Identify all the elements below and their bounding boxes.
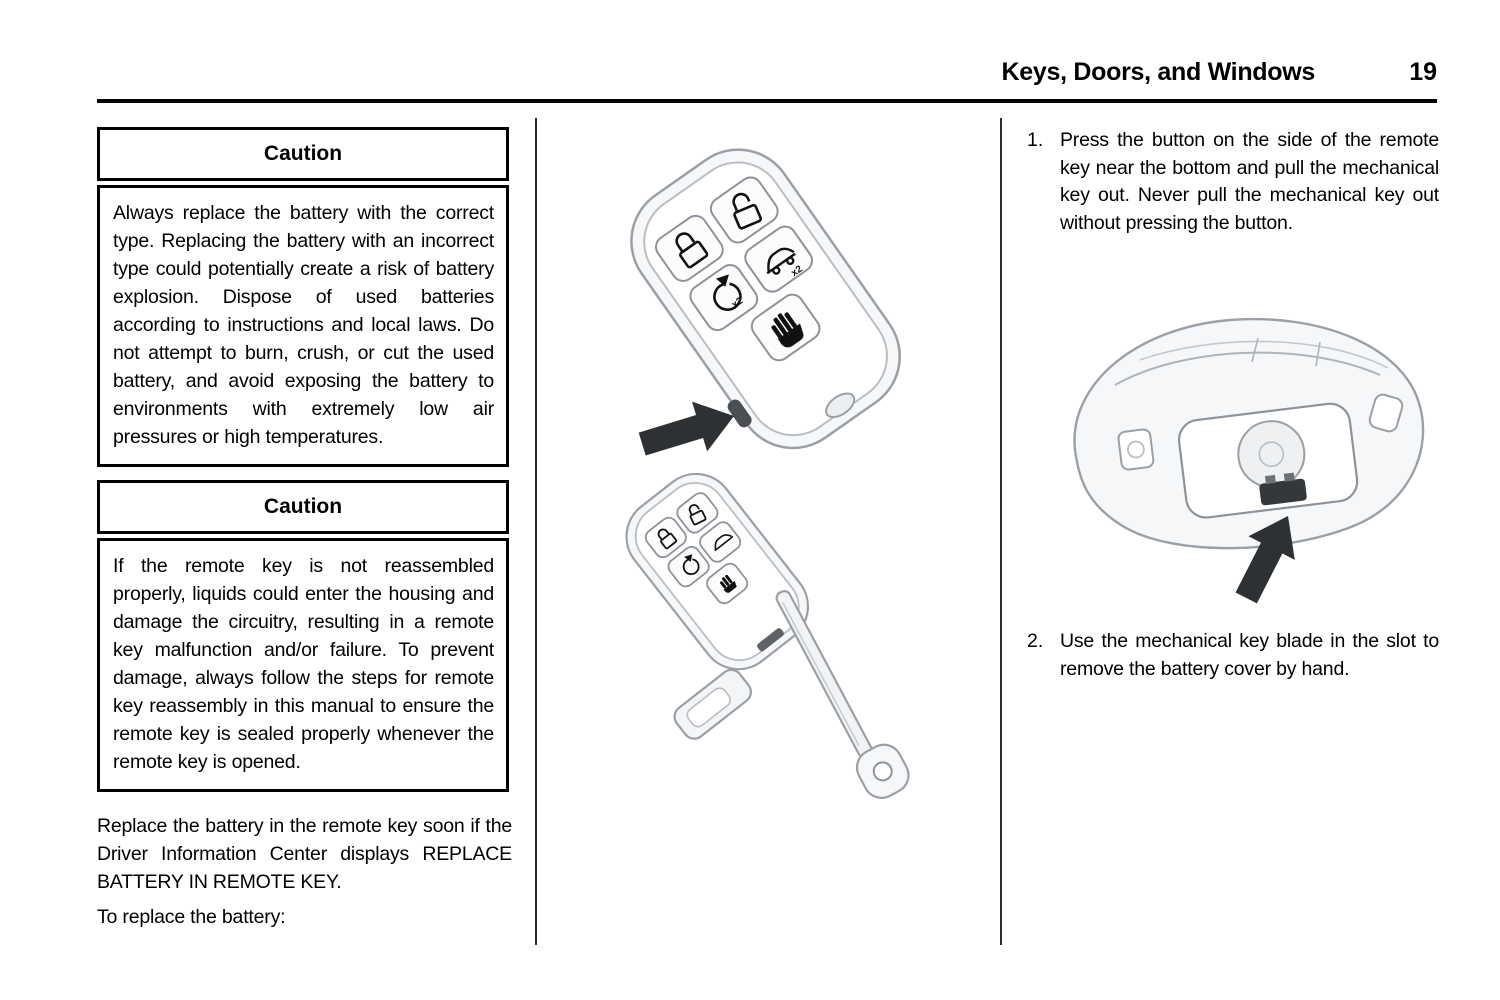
remote-key-front-figure: x2 x2 <box>630 148 901 456</box>
lock-icon <box>675 232 709 269</box>
caution-title: Caution <box>97 127 509 181</box>
panic-icon <box>771 312 804 348</box>
caution-body: Always replace the battery with the corr… <box>97 185 509 467</box>
remote-start-button <box>689 264 759 332</box>
caution-body-text: If the remote key is not reassembled pro… <box>113 555 494 773</box>
side-release-button <box>727 399 752 428</box>
caution-box-reassembly: Caution If the remote key is not reassem… <box>97 480 509 792</box>
remote-start-icon <box>682 554 700 576</box>
key-slot-end <box>825 392 856 419</box>
step-2: 2. Use the mechanical key blade in the s… <box>1027 628 1439 683</box>
key-slot <box>757 628 784 652</box>
unlock-icon <box>732 192 763 230</box>
unlock-icon <box>688 504 707 526</box>
cover-latch <box>1117 428 1155 471</box>
page-number: 19 <box>1409 58 1437 86</box>
caution-title-label: Caution <box>263 142 343 165</box>
step-number: 1. <box>1027 129 1044 151</box>
remote-key-back-figure <box>1073 317 1425 604</box>
step-1: 1. Press the button on the side of the r… <box>1027 127 1439 237</box>
lock-icon <box>657 528 678 550</box>
panic-icon <box>720 574 737 593</box>
mechanical-key-blade <box>775 590 910 799</box>
remote-key-exploded-figure <box>625 472 910 799</box>
liftgate-icon <box>714 534 734 552</box>
column-divider-left <box>535 118 537 945</box>
pointer-arrow-icon <box>1235 516 1295 604</box>
pointer-arrow-icon <box>638 401 734 456</box>
header-rule <box>97 99 1437 103</box>
caution-title: Caution <box>97 480 509 534</box>
battery-compartment <box>1177 402 1359 519</box>
page-title: Keys, Doors, and Windows <box>1001 58 1316 86</box>
paragraph-to-replace-battery: To replace the battery: <box>97 906 286 928</box>
liftgate-button <box>744 225 814 293</box>
step-text: Press the button on the side of the remo… <box>1060 129 1439 234</box>
step-number: 2. <box>1027 630 1044 652</box>
caution-box-battery-type: Caution Always replace the battery with … <box>97 127 509 467</box>
caution-body-text: Always replace the battery with the corr… <box>113 202 494 448</box>
caution-title-label: Caution <box>263 495 343 518</box>
caution-body: If the remote key is not reassembled pro… <box>97 538 509 792</box>
column-divider-right <box>1000 118 1002 945</box>
paragraph-replace-battery: Replace the battery in the remote key so… <box>97 815 512 893</box>
key-blade-slot <box>1259 478 1307 506</box>
step-text: Use the mechanical key blade in the slot… <box>1060 630 1439 680</box>
key-slot-cap <box>673 668 752 740</box>
